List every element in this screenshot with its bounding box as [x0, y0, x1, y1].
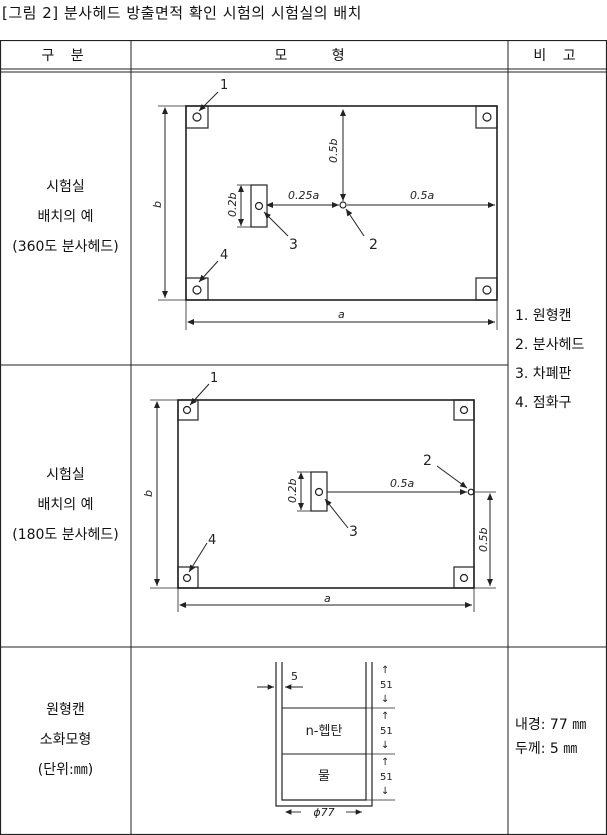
- legend-item-shield: 3. 차폐판: [515, 366, 572, 382]
- legend-list: 1. 원형캔 2. 분사헤드 3. 차폐판 4. 점화구: [515, 302, 584, 418]
- legend-item-can: 1. 원형캔: [515, 308, 572, 324]
- header-model: 모 형: [274, 48, 365, 64]
- layout-table: 구 분 모 형 비 고 시험실 배치의 예 (360도 분사헤드) 시험실 배치…: [0, 40, 607, 835]
- can-thickness: 두께: 5 ㎜: [515, 741, 578, 757]
- row1-label-line1: 시험실: [46, 179, 85, 195]
- header-remarks: 비 고: [533, 48, 582, 64]
- can-note: 내경: 77 ㎜ 두께: 5 ㎜: [515, 713, 586, 761]
- row2-label: 시험실 배치의 예 (180도 분사헤드): [0, 460, 131, 550]
- row3-label-line2: 소화모형: [39, 732, 92, 748]
- figure-caption: [그림 2] 분사헤드 방출면적 확인 시험의 시험실의 배치: [2, 4, 362, 22]
- row1-label-line2: 배치의 예: [37, 209, 94, 225]
- legend-item-head: 2. 분사헤드: [515, 337, 585, 353]
- header-category: 구 분: [41, 48, 90, 64]
- row2-label-line2: 배치의 예: [37, 497, 94, 513]
- row3-label: 원형캔 소화모형 (단위:㎜): [0, 695, 131, 785]
- row2-label-line1: 시험실: [46, 467, 85, 483]
- row2-label-line3: (180도 분사헤드): [12, 527, 119, 543]
- can-inner-diameter: 내경: 77 ㎜: [515, 717, 587, 733]
- row3-label-line3: (단위:㎜): [37, 762, 94, 778]
- row1-label: 시험실 배치의 예 (360도 분사헤드): [0, 172, 131, 262]
- row3-label-line1: 원형캔: [46, 702, 85, 718]
- row1-label-line3: (360도 분사헤드): [12, 239, 119, 255]
- legend-item-ignition: 4. 점화구: [515, 395, 572, 411]
